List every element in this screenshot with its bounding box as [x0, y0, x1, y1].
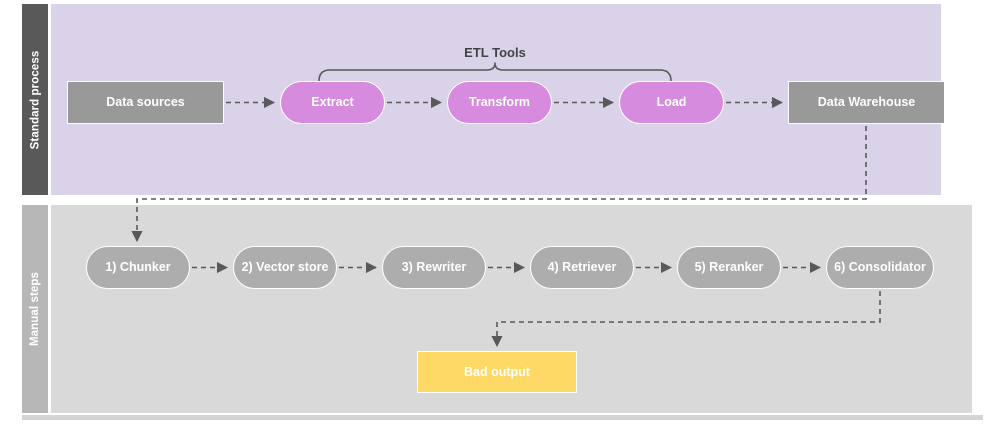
node-load[interactable]: Load — [619, 81, 724, 124]
node-extract[interactable]: Extract — [280, 81, 385, 124]
node-data-sources[interactable]: Data sources — [67, 81, 224, 124]
node-transform[interactable]: Transform — [447, 81, 552, 124]
lane-label-standard-process: Standard process — [22, 4, 48, 195]
node-consolidator[interactable]: 6) Consolidator — [826, 246, 934, 289]
lane-label-standard-process-text: Standard process — [29, 50, 41, 149]
node-vector-store[interactable]: 2) Vector store — [233, 246, 337, 289]
lane-label-manual-steps-text: Manual steps — [29, 271, 41, 347]
node-chunker[interactable]: 1) Chunker — [86, 246, 190, 289]
node-reranker[interactable]: 5) Reranker — [677, 246, 781, 289]
node-retriever[interactable]: 4) Retriever — [530, 246, 634, 289]
etl-tools-label: ETL Tools — [464, 45, 526, 60]
node-bad-output[interactable]: Bad output — [417, 351, 577, 393]
node-data-warehouse[interactable]: Data Warehouse — [788, 81, 945, 124]
node-rewriter[interactable]: 3) Rewriter — [382, 246, 486, 289]
bottom-divider — [22, 415, 983, 420]
lane-label-manual-steps: Manual steps — [22, 205, 48, 413]
